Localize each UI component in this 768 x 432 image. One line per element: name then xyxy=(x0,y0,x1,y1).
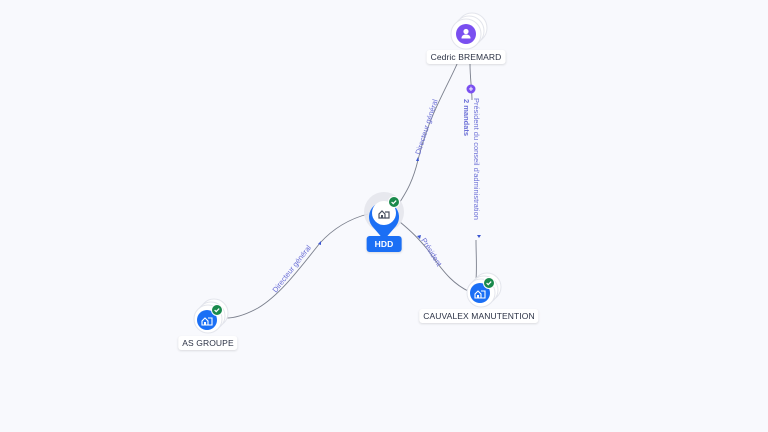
node-cauvalex[interactable] xyxy=(466,272,502,308)
expand-mandats-button[interactable] xyxy=(466,84,476,94)
node-label-hdd[interactable]: HDD xyxy=(366,236,402,252)
building-icon xyxy=(474,290,486,299)
person-icon xyxy=(461,28,471,39)
edge-label-cedric-cauvalex: Président du conseil d'administration xyxy=(472,98,481,220)
edge-mandats-count: 2 mandats xyxy=(462,99,471,136)
building-icon xyxy=(378,210,390,219)
arrow-icon xyxy=(477,235,481,238)
arrow-icon xyxy=(417,235,421,239)
arrow-icon xyxy=(318,241,321,245)
node-cedric-bremard[interactable] xyxy=(450,12,488,50)
edge-cedric-cauvalex[interactable] xyxy=(469,63,473,101)
node-as-groupe[interactable] xyxy=(193,298,229,334)
building-icon xyxy=(201,317,213,326)
node-label-cedric-bremard[interactable]: Cedric BREMARD xyxy=(426,50,506,64)
node-label-cauvalex[interactable]: CAUVALEX MANUTENTION xyxy=(419,309,539,323)
arrow-icon xyxy=(416,157,419,161)
edge-cedric-hdd[interactable] xyxy=(399,51,463,203)
edge-label-hdd-asgroupe: Directeur général xyxy=(270,243,313,294)
edge-hdd-asgroupe[interactable] xyxy=(225,213,369,319)
plus-icon: + xyxy=(469,85,474,94)
edge-label-hdd-cauvalex: Président xyxy=(419,236,444,268)
node-label-as-groupe[interactable]: AS GROUPE xyxy=(178,336,238,350)
node-hdd[interactable] xyxy=(364,192,404,240)
edge-hdd-cauvalex[interactable] xyxy=(399,221,471,293)
edge-label-cedric-hdd: Directeur général xyxy=(413,98,439,156)
